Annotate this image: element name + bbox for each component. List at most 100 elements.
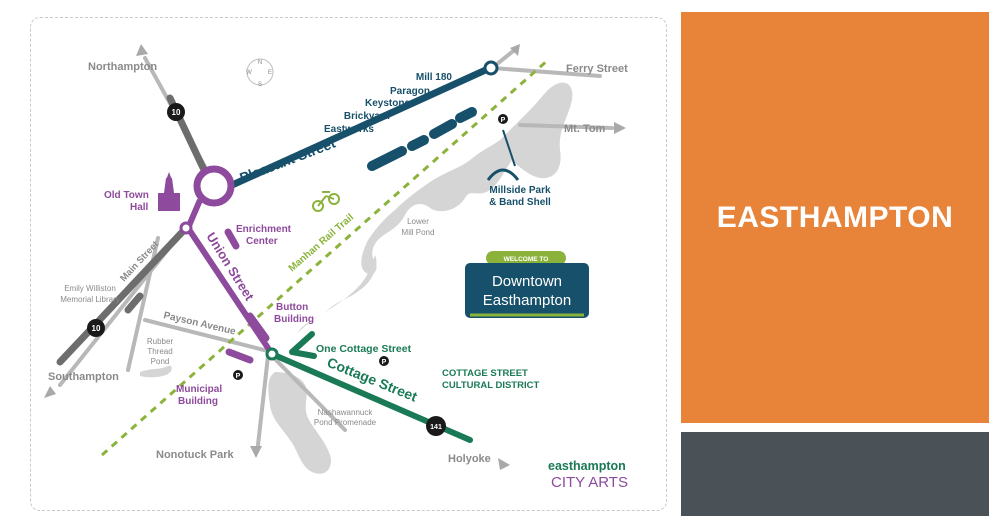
manhan-rail-trail-line (101, 58, 549, 457)
mill-building-1 (367, 146, 407, 171)
label-nonotuck-park: Nonotuck Park (156, 449, 235, 461)
compass-s: S (258, 82, 262, 88)
label-northampton: Northampton (88, 61, 157, 73)
label-old-town-hall-1: Old Town (104, 190, 149, 201)
label-lower-mill-pond-1: Lower (407, 217, 429, 226)
mill-building-3 (429, 119, 457, 139)
title-panel: EASTHAMPTON (681, 12, 989, 423)
compass-rose: N S E W (246, 58, 274, 88)
label-keystone: Keystone (365, 98, 410, 109)
parking-municipal (233, 370, 243, 380)
welcome-board (465, 263, 589, 318)
compass-ring (246, 58, 274, 86)
label-millside-1: Millside Park (489, 185, 551, 196)
label-library-1: Emily Williston (64, 284, 116, 293)
mill-river-water (361, 82, 573, 275)
parking-municipal-label: P (236, 373, 241, 380)
route-10-north-label: 10 (172, 108, 181, 117)
route-10-south-shield (87, 319, 105, 337)
arrow-northampton (136, 44, 148, 56)
nashawannuck-pond (268, 372, 331, 474)
route-141-label: 141 (430, 424, 442, 431)
button-bar (246, 312, 270, 342)
label-municipal-2: Building (178, 396, 218, 407)
road-arrows (44, 44, 626, 470)
welcome-line-1: Downtown (492, 273, 562, 290)
label-rubber-thread-2: Thread (147, 347, 172, 356)
main-roundabout (193, 165, 235, 207)
compass-w: W (246, 70, 252, 76)
enrichment-bar (224, 228, 240, 250)
label-enrichment-2: Center (246, 236, 278, 247)
label-mill-180: Mill 180 (416, 72, 453, 83)
welcome-sign: WELCOME TO Downtown Easthampton (465, 251, 589, 318)
label-rubber-thread-3: Pond (151, 357, 170, 366)
ferry-roundabout (483, 60, 499, 76)
route-10-south-label: 10 (92, 324, 101, 333)
label-municipal-1: Municipal (176, 384, 222, 395)
ferry-street-road (490, 66, 602, 78)
label-district-2: CULTURAL DISTRICT (442, 380, 539, 391)
one-cottage-marker (289, 331, 317, 359)
parking-cottage (379, 356, 389, 366)
label-brickyard: Brickyard (344, 111, 390, 122)
label-promenade-2: Pond Promenade (314, 418, 377, 427)
mill-buildings (367, 107, 477, 171)
mill-river-lower (292, 255, 377, 338)
label-eastworks: Eastworks (324, 124, 374, 135)
label-promenade-1: Nashawannuck (318, 408, 374, 417)
logo-line-2: CITY ARTS (551, 474, 628, 491)
band-shell-icon (486, 129, 520, 181)
welcome-line-2: Easthampton (483, 292, 571, 309)
nonotuck-road (256, 354, 270, 447)
label-lower-mill-pond-2: Mill Pond (402, 228, 435, 237)
arrow-nonotuck (250, 446, 262, 458)
union-junction (179, 221, 193, 235)
municipal-bar (225, 348, 254, 364)
label-library-2: Memorial Library (60, 295, 120, 304)
label-pleasant-street: Pleasant Street (237, 134, 337, 185)
main-street-south (56, 224, 190, 366)
purple-buildings (224, 228, 270, 364)
cottage-junction (265, 347, 279, 361)
label-district-1: COTTAGE STREET (442, 368, 528, 379)
main-street-dashes (124, 292, 144, 314)
parking-cottage-label: P (382, 359, 387, 366)
label-rail-trail: Manhan Rail Trail (287, 212, 356, 274)
compass-e: E (268, 70, 272, 76)
union-street-line (185, 225, 275, 357)
welcome-tab (486, 251, 566, 265)
label-ferry-street: Ferry Street (566, 63, 628, 75)
route-shields: 10 10 141 (87, 103, 446, 436)
city-arts-logo: easthampton CITY ARTS (548, 459, 628, 491)
parking-icons: P P P (233, 114, 508, 380)
label-enrichment-1: Enrichment (236, 224, 292, 235)
label-one-cottage: One Cottage Street (316, 343, 412, 355)
mill-building-4 (455, 107, 477, 123)
label-button-2: Building (274, 314, 314, 325)
welcome-tab-text: WELCOME TO (504, 256, 549, 263)
label-button-1: Button (276, 302, 308, 313)
old-town-hall-icon (158, 172, 180, 211)
rubber-thread-pond (140, 365, 172, 378)
arrow-holyoke (498, 458, 510, 470)
arrow-mt-tom (614, 122, 626, 134)
label-paragon: Paragon (390, 86, 430, 97)
label-mt-tom: Mt. Tom (564, 123, 606, 135)
mt-tom-road (518, 123, 614, 130)
main-dash-1 (124, 292, 144, 314)
logo-line-1: easthampton (548, 459, 626, 473)
parking-millside (498, 114, 508, 124)
payson-avenue-road (143, 318, 274, 354)
route-10-north-shield (167, 103, 185, 121)
parking-millside-label: P (501, 117, 506, 124)
mill-building-2 (407, 135, 429, 151)
label-southampton: Southampton (48, 371, 119, 383)
compass-n: N (258, 60, 262, 66)
panel-title: EASTHAMPTON (716, 200, 954, 234)
bike-icon (312, 191, 340, 212)
label-rubber-thread-1: Rubber (147, 337, 174, 346)
route-141-shield (426, 416, 446, 436)
footer-panel (681, 432, 989, 516)
